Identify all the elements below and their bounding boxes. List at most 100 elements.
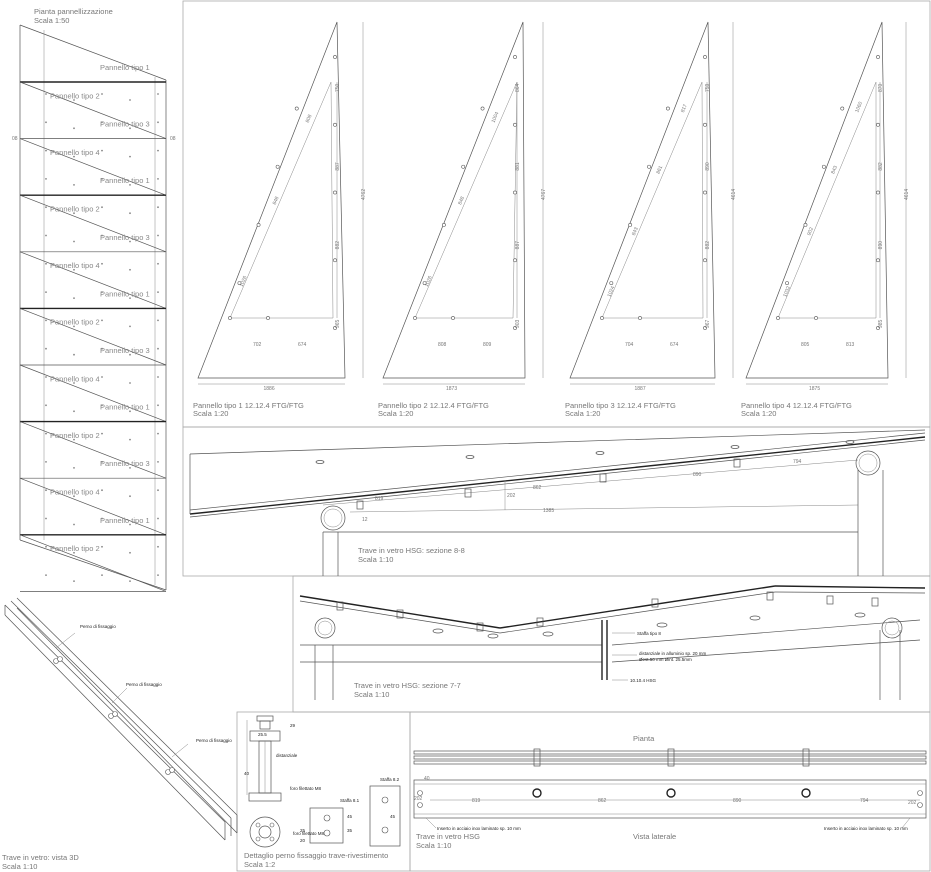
panel-bottom-dim: 674 (670, 342, 679, 348)
panel-height-dim: 4767 (541, 189, 547, 200)
beam-note-2: Inserto in acciaio inox laminato sp. 10 … (824, 826, 908, 831)
panel-right-dim: 882 (705, 241, 711, 250)
detail-label-1: distanziale (276, 753, 298, 758)
beam-side-label: Vista laterale (633, 832, 676, 841)
beam-title: Trave in vetro HSG (416, 832, 480, 841)
fixing-pin (599, 473, 607, 483)
panel-right-dim: 870 (878, 83, 884, 92)
panel-right-dim: 887 (515, 241, 521, 250)
panel-diag-dim: 1060 (854, 101, 864, 114)
plan-panel-label: Pannello tipo 2 (50, 205, 100, 214)
s77-spacer-left (314, 617, 336, 639)
panel-bottom-dim: 813 (846, 342, 855, 348)
fixing-pin (464, 488, 472, 498)
beam-scale: Scala 1:10 (416, 841, 451, 850)
s77-pin (536, 617, 544, 627)
s88-dim-4: 794 (793, 459, 802, 465)
panel-diag-dim: 817 (680, 103, 689, 113)
s77-note-4: 10.10.4 HSG (630, 678, 657, 683)
s77-pin (476, 622, 484, 632)
panel-base-dim: 1873 (446, 386, 457, 392)
panel-bottom-dim: 702 (253, 342, 262, 348)
panel-bottom-dim: 674 (298, 342, 307, 348)
panel-bottom-dim: 805 (801, 342, 810, 348)
fixing-top (315, 460, 325, 464)
pin-label-2: Perno di fissaggio (126, 682, 162, 687)
fixing-pin (733, 458, 741, 468)
panel-right-dim: 890 (705, 162, 711, 171)
panel-caption: Pannello tipo 3 12.12.4 FTG/FTG (565, 401, 676, 410)
plan-panel-label: Pannello tipo 4 (50, 261, 100, 270)
plan-panel-label: Pannello tipo 3 (100, 346, 150, 355)
fixing-top (730, 445, 740, 449)
s77-bracket (432, 628, 444, 634)
beam-note-1: Inserto in acciaio inox laminato sp. 10 … (437, 826, 521, 831)
panel-diag-dim: 1026 (239, 275, 249, 288)
detail-dim-4: 35 (347, 828, 353, 833)
plan-panel-label: Pannello tipo 3 (100, 233, 150, 242)
detail-scale: Scala 1:2 (244, 860, 275, 869)
beam-views: Pianta 819 862 890 794 40 202 202 Insert… (413, 734, 927, 850)
panel-scale: Scala 1:20 (565, 409, 600, 418)
fixing-top (595, 451, 605, 455)
s77-bracket (749, 615, 761, 621)
panel-height-dim: 4614 (731, 189, 737, 200)
panel-height-dim: 4614 (904, 189, 910, 200)
plan-panel-label: Pannello tipo 3 (100, 120, 150, 129)
pin-detail: distanziale foro filettato M8 Staffa 8.1… (244, 715, 401, 869)
panel-right-dim: 903 (515, 319, 521, 328)
beam-dim-4: 794 (860, 798, 869, 804)
panel-outline (197, 21, 346, 379)
s77-bracket (656, 622, 668, 628)
s77-pin (396, 609, 404, 619)
view3d-scale: Scala 1:10 (2, 862, 37, 871)
panel-scale: Scala 1:20 (741, 409, 776, 418)
section-mark-left: 08 (12, 136, 18, 142)
detail-dim-2: 45 (347, 814, 353, 819)
section-88-frame (182, 426, 931, 577)
plan-panel-label: Pannello tipo 1 (100, 176, 150, 185)
section-88: 819 862 890 794 1385 202 12 Trave in vet… (189, 429, 926, 576)
plan-scale: Scala 1:50 (34, 16, 69, 25)
panel-right-dim: 887 (335, 162, 341, 171)
panel-outline (569, 21, 716, 379)
panel-outline (745, 21, 889, 379)
detail-dim-1: 40 (244, 771, 250, 776)
panel-right-dim: 890 (878, 241, 884, 250)
detail-label-3: Staffa 8.1 (340, 798, 360, 803)
panel-right-dim: 759 (705, 83, 711, 92)
pin-label-3: Perno di fissaggio (196, 738, 232, 743)
plan-panelization: Pianta pannellizzazione Scala 1:50 Panne… (12, 7, 176, 592)
panel-caption: Pannello tipo 1 12.12.4 FTG/FTG (193, 401, 304, 410)
panel-right-dim: 967 (705, 319, 711, 328)
detail-title: Dettaglio perno fissaggio trave-rivestim… (244, 851, 388, 860)
s77-note-3: Øest.50 mm Øint. 25.5mm (639, 657, 692, 662)
panel-scale: Scala 1:20 (378, 409, 413, 418)
beam-dim-1: 819 (472, 798, 481, 804)
panel-right-dim: 882 (878, 162, 884, 171)
s77-caption: Trave in vetro HSG: sezione 7-7 (354, 681, 461, 690)
panel-bottom-dim: 808 (438, 342, 447, 348)
detail-dim-7: 45 (390, 814, 396, 819)
panel-base-dim: 1887 (635, 386, 646, 392)
plan-panel-label: Pannello tipo 2 (50, 318, 100, 327)
panel-right-dim: 864 (515, 83, 521, 92)
beam-dim-7: 202 (908, 800, 917, 806)
s77-pin (336, 601, 344, 611)
panel-right-dim: 985 (878, 319, 884, 328)
s77-pin (766, 591, 774, 601)
s77-pin (871, 597, 879, 607)
plan-panel-label: Pannello tipo 2 (50, 431, 100, 440)
panel-base-dim: 1886 (264, 386, 275, 392)
detail-dim-3: 29 (290, 723, 296, 728)
panel-outline (382, 21, 526, 379)
s88-dim-6: 202 (507, 493, 516, 499)
spacer-circle-left (320, 505, 346, 531)
detail-dim-5: 25 (300, 828, 306, 833)
plan-panel-label: Pannello tipo 1 (100, 403, 150, 412)
s77-note-2: distanziale in alluminio sp. 20 mm (639, 651, 707, 656)
